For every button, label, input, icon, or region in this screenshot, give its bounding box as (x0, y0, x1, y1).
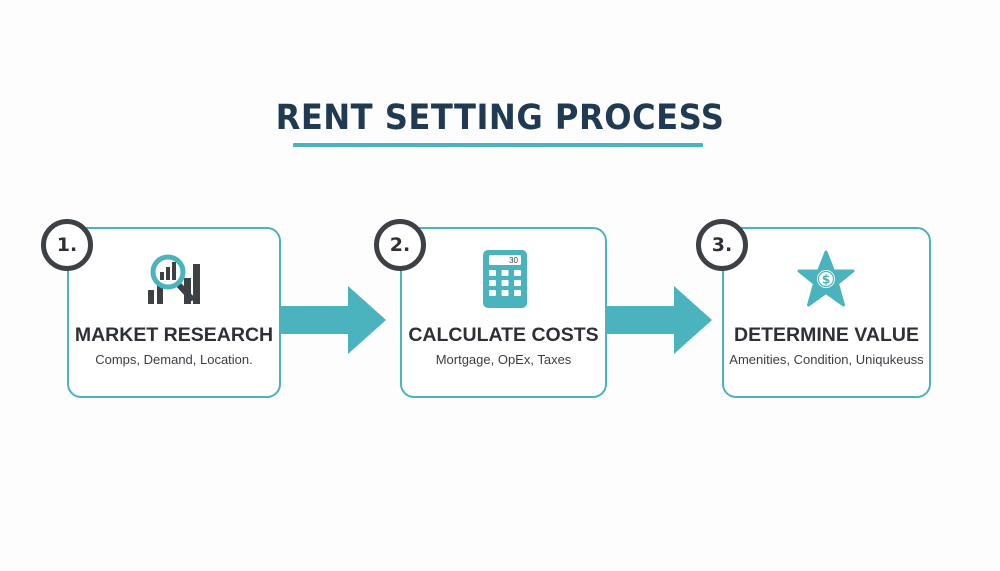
step-number-badge: 1. (41, 219, 93, 271)
calculator-display-text: 30 (509, 256, 518, 265)
title-underline (293, 143, 703, 147)
step-number-badge: 3. (696, 219, 748, 271)
step-number-badge: 2. (374, 219, 426, 271)
step-subtitle: Amenities, Condition, Uniqukeuss (729, 352, 924, 367)
calculator-icon: 30 (483, 250, 527, 308)
page-title: RENT SETTING PROCESS (275, 98, 725, 138)
step-title: MARKET RESEARCH (74, 324, 274, 346)
step-title: DETERMINE VALUE (734, 324, 919, 346)
dollar-symbol: $ (822, 273, 830, 287)
step-card-market-research (67, 227, 281, 398)
magnifier-bar-chart-icon (148, 254, 200, 304)
step-subtitle: Comps, Demand, Location. (95, 352, 253, 367)
arrow-right-icon (604, 286, 712, 354)
star-dollar-icon: $ (797, 250, 855, 307)
step-subtitle: Mortgage, OpEx, Taxes (435, 352, 572, 367)
step-title: CALCULATE COSTS (408, 324, 599, 346)
arrow-right-icon (278, 286, 386, 354)
